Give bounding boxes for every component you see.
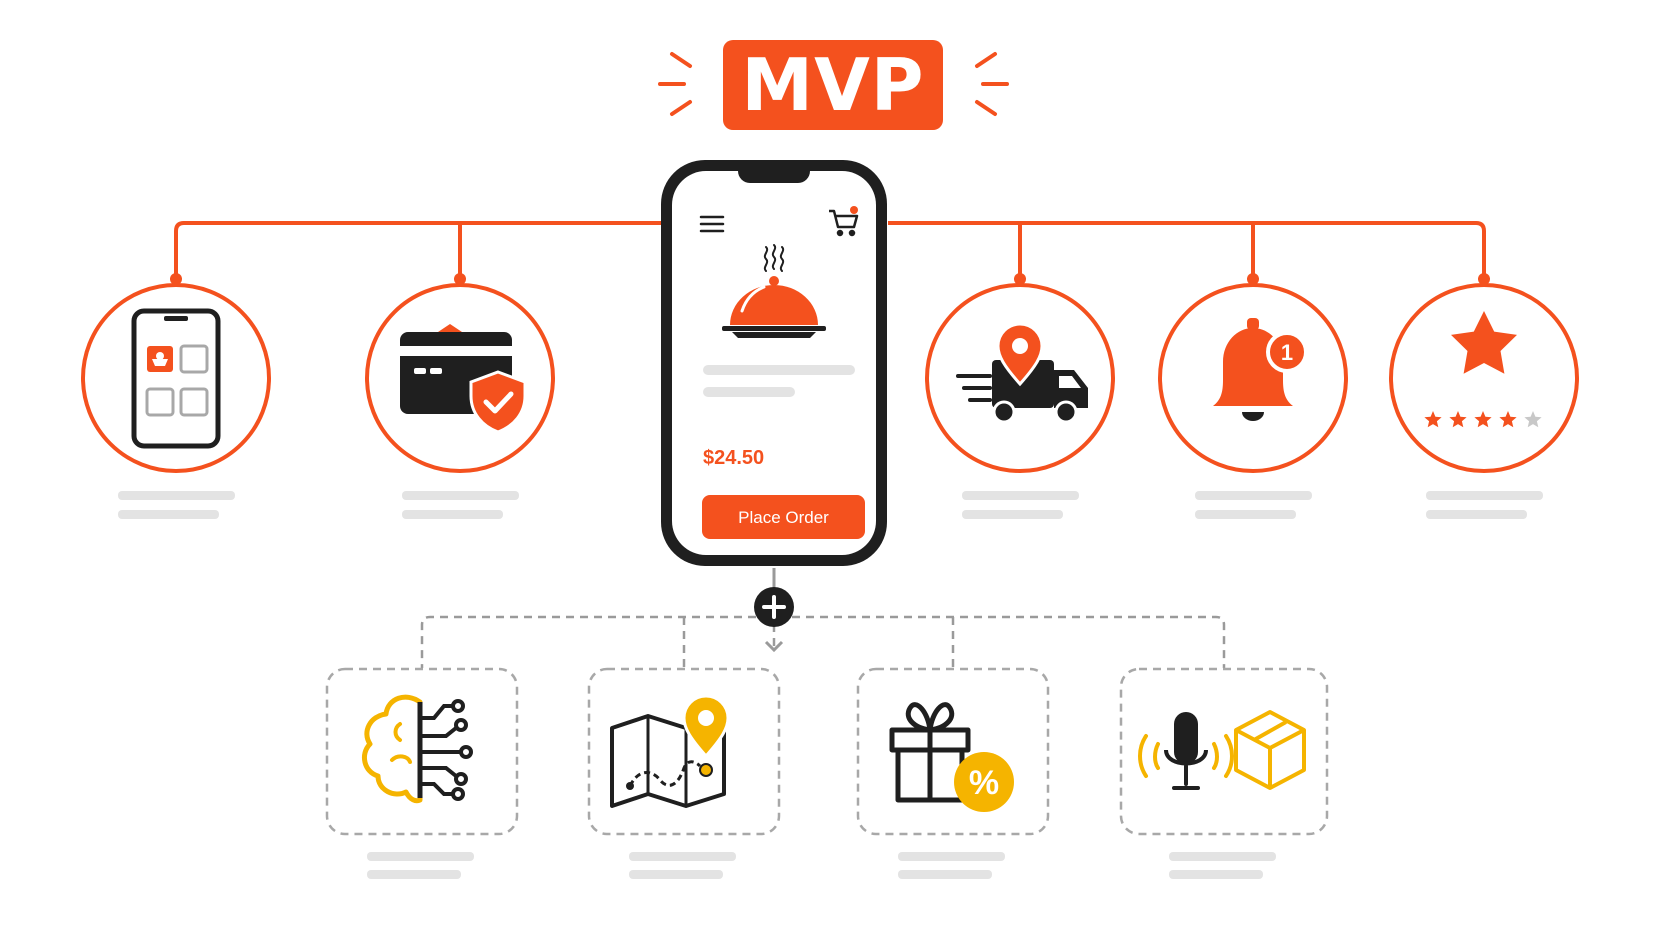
star-filled-icon <box>1449 411 1467 428</box>
rating-stars-row <box>1424 411 1542 428</box>
ai-brain-circuit-icon <box>361 694 473 804</box>
notification-count-badge: 1 <box>1281 340 1293 365</box>
star-filled-icon <box>1474 411 1492 428</box>
voice-blockchain-icon <box>1138 710 1306 790</box>
svg-text:%: % <box>969 764 999 802</box>
phone-screen-art <box>699 206 859 338</box>
price-label: $24.50 <box>703 447 765 469</box>
phone-notch <box>738 171 810 183</box>
place-order-button[interactable]: Place Order <box>702 495 865 539</box>
app-menu-grid-icon <box>131 308 221 449</box>
future-feature-box-voice <box>1119 667 1329 836</box>
mvp-connector-lines <box>174 221 1486 279</box>
phone-mockup: $24.50 Place Order <box>661 160 887 566</box>
star-filled-icon <box>1424 411 1442 428</box>
star-empty-icon <box>1524 411 1542 428</box>
placeholder-line <box>703 365 855 375</box>
shopping-cart-icon[interactable] <box>829 209 859 237</box>
arrow-down-icon <box>764 640 784 653</box>
placeholder-bars <box>118 491 1543 879</box>
add-feature-plus-icon <box>754 587 794 627</box>
gift-discount-icon: % <box>889 702 1014 812</box>
mvp-badge: MVP <box>723 40 943 130</box>
food-cloche-icon <box>722 244 826 338</box>
connector-dots <box>170 273 1490 285</box>
placeholder-line <box>703 387 795 397</box>
mvp-rays-left <box>658 52 692 116</box>
map-navigation-icon <box>610 694 730 808</box>
rating-star-icon <box>1451 311 1517 374</box>
cart-badge-dot <box>850 206 858 214</box>
phone-screen: $24.50 Place Order <box>672 171 876 555</box>
future-connector-lines <box>420 615 1226 668</box>
mvp-rays-right <box>975 52 1009 116</box>
notification-bell-icon: 1 <box>1213 318 1308 421</box>
star-filled-icon <box>1499 411 1517 428</box>
secure-payment-card-icon <box>400 324 527 434</box>
hamburger-menu-icon[interactable] <box>699 215 725 233</box>
delivery-tracking-truck-icon <box>956 322 1088 424</box>
